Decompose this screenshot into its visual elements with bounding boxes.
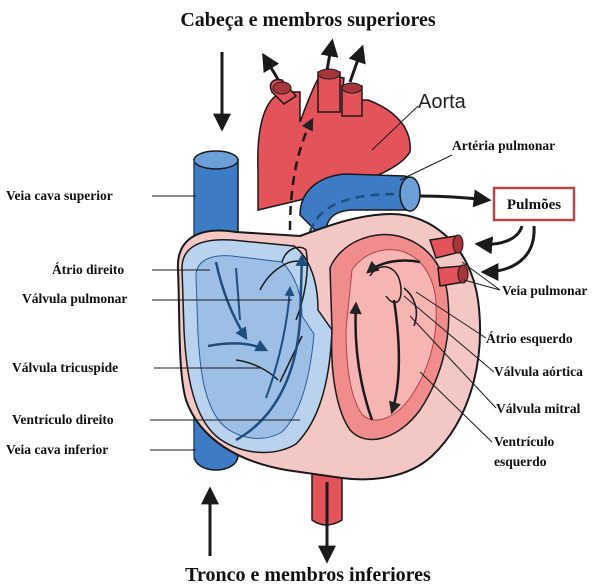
pulmonary-valve-label: Válvula pulmonar: [22, 291, 127, 306]
right-atrium-label: Átrio direito: [52, 262, 124, 277]
pulmonary-vein-label: Veia pulmonar: [502, 283, 587, 298]
left-ventricle-label-line1: Ventrículo: [494, 434, 554, 449]
from-lungs-arrow-2: [484, 226, 534, 272]
to-lungs-arrow: [420, 196, 488, 200]
tricuspid-valve-label: Válvula tricuspide: [12, 360, 118, 375]
aorta-branch-3-opening: [342, 83, 362, 93]
title-top: Cabeça e membros superiores: [180, 9, 436, 31]
aorta-branch-2-opening: [318, 69, 340, 79]
pulmonary-artery-label: Artéria pulmonar: [452, 138, 555, 153]
title-bottom: Tronco e membros inferiores: [185, 564, 431, 586]
pulmonary-artery-leader: [400, 155, 452, 180]
aortic-valve-label: Válvula aórtica: [494, 364, 583, 379]
inferior-vena-cava-label: Veia cava inferior: [6, 442, 108, 457]
lungs-label: Pulmões: [507, 197, 561, 213]
left-ventricle-label-line2: esquerdo: [494, 454, 547, 469]
from-lungs-arrow-1: [478, 226, 522, 244]
mitral-valve-label: Válvula mitral: [496, 401, 581, 416]
pulmonary-artery-opening: [400, 177, 420, 211]
pulmonary-vein-1-opening: [453, 235, 463, 253]
vena-cava-opening: [194, 151, 238, 169]
right-ventricle-label: Ventrículo direito: [12, 412, 114, 427]
aorta-branch-arrow-3: [350, 48, 362, 82]
superior-vena-cava-label: Veia cava superior: [6, 188, 113, 203]
left-atrium-label: Átrio esquerdo: [486, 331, 573, 346]
aorta-label: Aorta: [418, 91, 467, 113]
aorta-branch-1-opening: [273, 82, 291, 94]
